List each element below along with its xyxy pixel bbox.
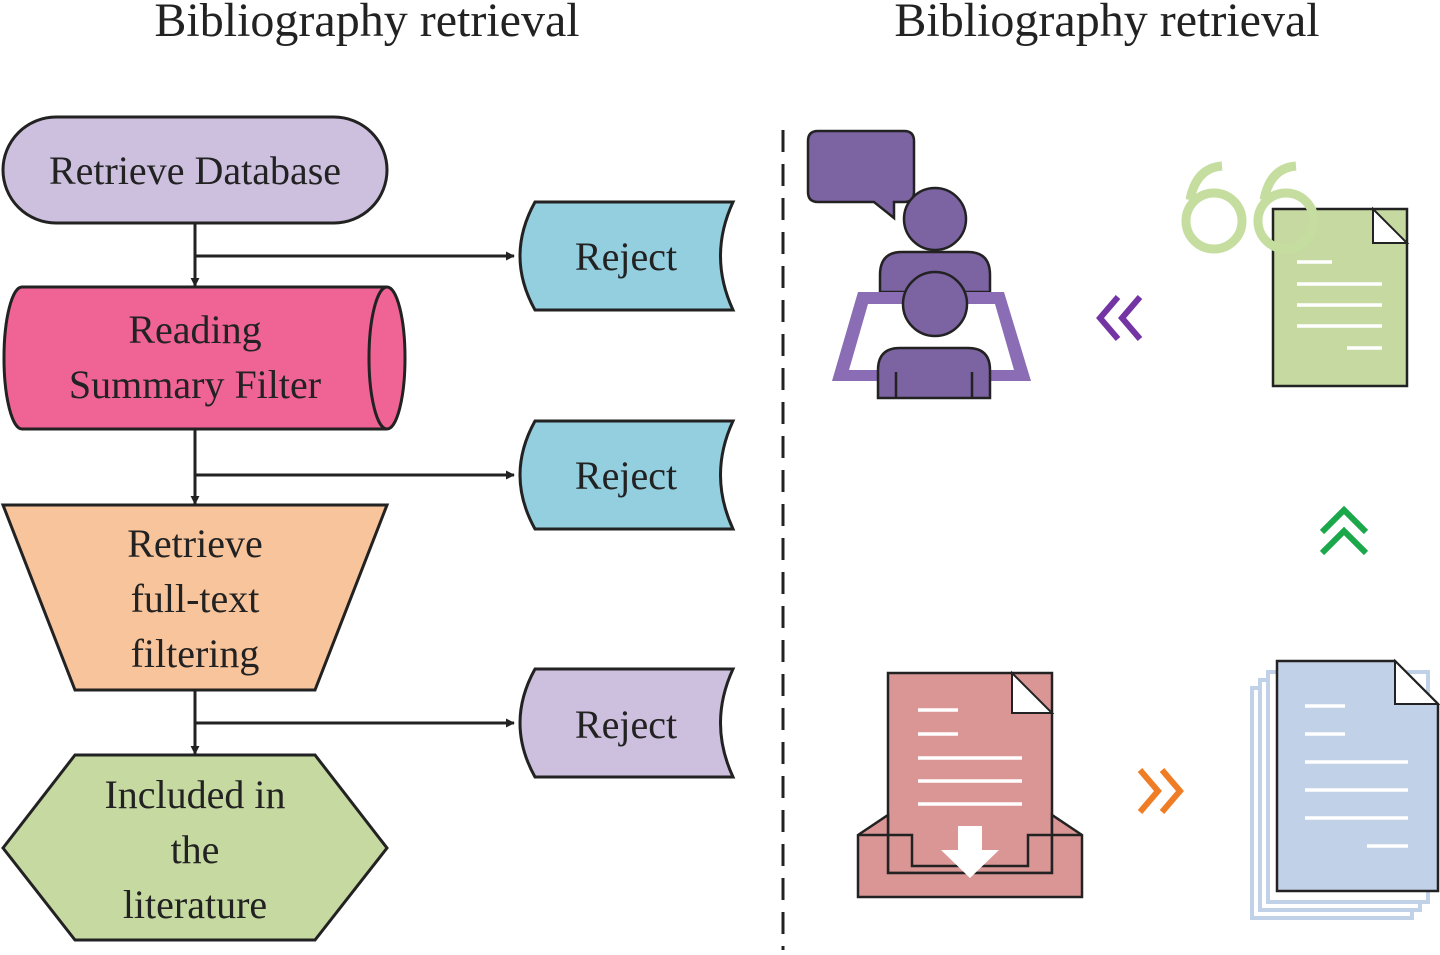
reject-label-1: Reject [575, 234, 677, 279]
document-stack-icon [1250, 658, 1440, 920]
chevron-left-icon [1096, 295, 1143, 341]
reading-summary-label-line2: Summary Filter [69, 362, 321, 407]
reject-label-3: Reject [575, 702, 677, 747]
retrieve-fulltext-line1: Retrieve [127, 521, 263, 566]
reading-glasses-document-icon [1181, 161, 1410, 388]
retrieve-database-node: Retrieve Database [1, 115, 389, 225]
reject-box-1: Reject [518, 200, 736, 312]
inbox-download-icon [856, 670, 1084, 899]
retrieve-fulltext-line2: full-text [131, 576, 260, 621]
reading-summary-filter-node: Reading Summary Filter [2, 285, 407, 431]
reading-summary-label-line1: Reading [128, 307, 261, 352]
reject-label-2: Reject [575, 453, 677, 498]
left-title: Bibliography retrieval [154, 0, 579, 47]
reject-box-2: Reject [518, 419, 736, 531]
retrieve-database-label: Retrieve Database [49, 148, 341, 193]
right-title: Bibliography retrieval [894, 0, 1319, 47]
included-line3: literature [123, 882, 267, 927]
retrieve-fulltext-node: Retrieve full-text filtering [0, 503, 390, 692]
retrieve-fulltext-line3: filtering [131, 631, 260, 676]
included-line2: the [171, 827, 220, 872]
chevron-right-icon [1137, 768, 1184, 814]
chevron-up-icon [1319, 505, 1369, 556]
reject-box-3: Reject [518, 667, 736, 779]
discussion-icon [806, 129, 1031, 400]
included-line1: Included in [104, 772, 285, 817]
included-literature-node: Included in the literature [1, 753, 389, 942]
